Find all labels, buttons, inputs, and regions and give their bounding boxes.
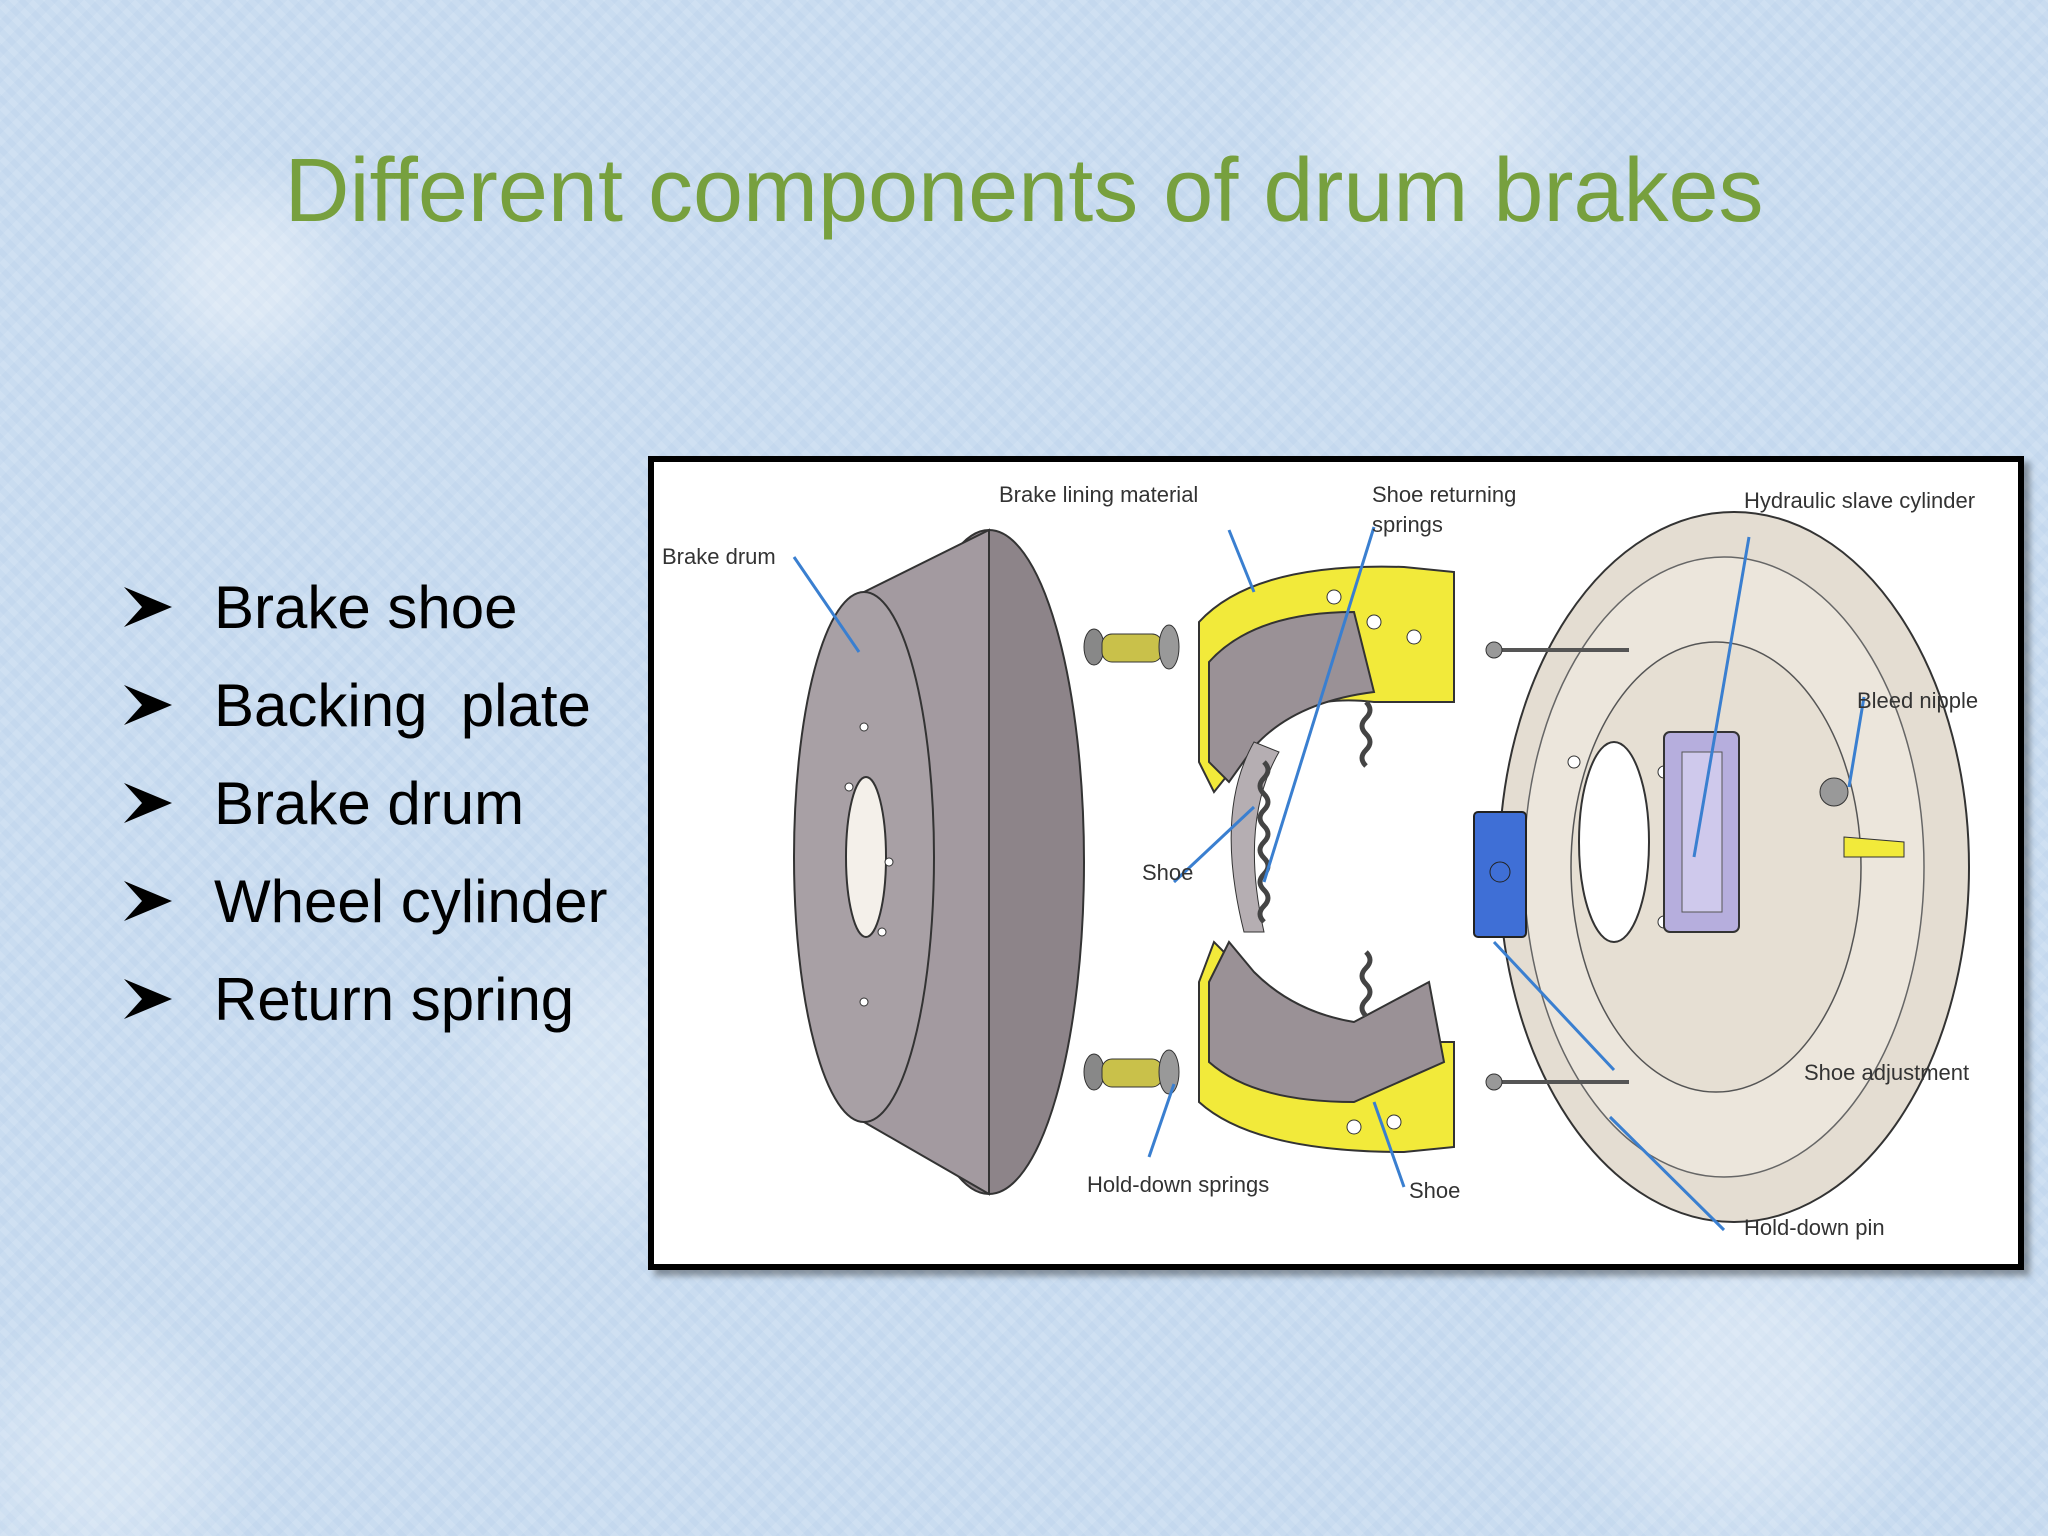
label-brake-lining-material: Brake lining material bbox=[999, 482, 1198, 507]
bullet-item: Brake drum bbox=[120, 754, 608, 852]
bullet-text: Wheel cylinder bbox=[214, 867, 608, 935]
bullet-item: Backing plate bbox=[120, 656, 608, 754]
label-bleed-nipple: Bleed nipple bbox=[1857, 688, 1978, 713]
bullet-item: Return spring bbox=[120, 950, 608, 1048]
label-shoe-returning-springs: Shoe returning bbox=[1372, 482, 1516, 507]
bullet-text: Backing plate bbox=[214, 671, 591, 739]
slide-title: Different components of drum brakes bbox=[284, 141, 1764, 241]
arrow-bullet-icon bbox=[124, 587, 172, 627]
bullet-list: Brake shoe Backing plate Brake drum Whee… bbox=[120, 558, 608, 1048]
label-shoe-upper: Shoe bbox=[1142, 860, 1193, 885]
hold-down-spring-illustration bbox=[1083, 624, 1180, 1095]
brake-shoe-illustration bbox=[1198, 565, 1455, 1154]
drum-brake-diagram: Brake drum Brake lining material Shoe re… bbox=[648, 456, 2024, 1270]
label-shoe-lower: Shoe bbox=[1409, 1178, 1460, 1203]
wheel-cylinder-illustration bbox=[1473, 731, 1905, 938]
diagram-illustration: Brake drum Brake lining material Shoe re… bbox=[662, 482, 1978, 1240]
arrow-bullet-icon bbox=[124, 979, 172, 1019]
arrow-bullet-icon bbox=[124, 881, 172, 921]
bullet-text: Brake shoe bbox=[214, 573, 518, 641]
label-hold-down-pin: Hold-down pin bbox=[1744, 1215, 1885, 1240]
bullet-text: Brake drum bbox=[214, 769, 525, 837]
arrow-bullet-icon bbox=[124, 685, 172, 725]
label-shoe-adjustment: Shoe adjustment bbox=[1804, 1060, 1969, 1085]
label-shoe-returning-springs-2: springs bbox=[1372, 512, 1443, 537]
bullet-item: Brake shoe bbox=[120, 558, 608, 656]
arrow-bullet-icon bbox=[124, 783, 172, 823]
leader-lines bbox=[792, 526, 1866, 1232]
label-hydraulic-slave-cylinder: Hydraulic slave cylinder bbox=[1744, 488, 1975, 513]
label-brake-drum: Brake drum bbox=[662, 544, 776, 569]
bullet-text: Return spring bbox=[214, 965, 575, 1033]
label-hold-down-springs: Hold-down springs bbox=[1087, 1172, 1269, 1197]
brake-drum-illustration bbox=[793, 528, 1085, 1196]
bullet-item: Wheel cylinder bbox=[120, 852, 608, 950]
